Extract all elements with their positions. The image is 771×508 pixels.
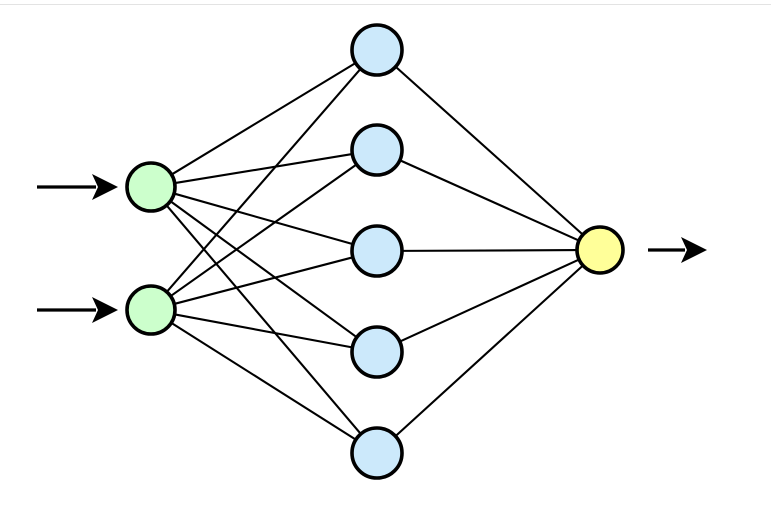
hidden-node-5[interactable]: [350, 426, 404, 480]
input-arrow-2-head: [92, 297, 118, 323]
output-node-1[interactable]: [575, 225, 625, 275]
output-arrow-1: [648, 237, 707, 263]
edges-group: [166, 62, 583, 440]
edge-h4-o1: [400, 259, 579, 343]
edge-i2-h4: [175, 313, 352, 349]
nodes-group: [125, 23, 625, 480]
arrows-group: [37, 174, 707, 323]
hidden-node-1[interactable]: [350, 23, 404, 77]
edge-h1-o1: [395, 66, 583, 235]
edge-h3-o1: [402, 249, 577, 252]
edge-i2-h5: [171, 322, 356, 440]
input-node-1[interactable]: [125, 161, 177, 213]
input-node-2[interactable]: [125, 284, 177, 336]
edge-i1-h4: [170, 200, 357, 338]
edge-i1-h5: [166, 205, 361, 434]
edge-i2-h3: [174, 256, 353, 305]
hidden-node-4[interactable]: [350, 325, 404, 379]
output-arrow-1-head: [681, 237, 707, 263]
edge-h5-o1: [395, 265, 583, 437]
input-arrow-1-head: [92, 174, 118, 200]
input-arrow-2: [37, 297, 118, 323]
edge-i2-h2: [170, 164, 357, 297]
edge-i1-h3: [174, 192, 353, 245]
edge-i2-h1: [166, 68, 361, 292]
top-divider-rule: [0, 4, 771, 5]
edge-i1-h2: [175, 153, 352, 184]
input-arrow-1: [37, 174, 118, 200]
hidden-node-3[interactable]: [350, 224, 404, 278]
edge-i1-h1: [171, 62, 356, 175]
hidden-node-2[interactable]: [350, 123, 404, 177]
edge-h2-o1: [400, 159, 579, 242]
